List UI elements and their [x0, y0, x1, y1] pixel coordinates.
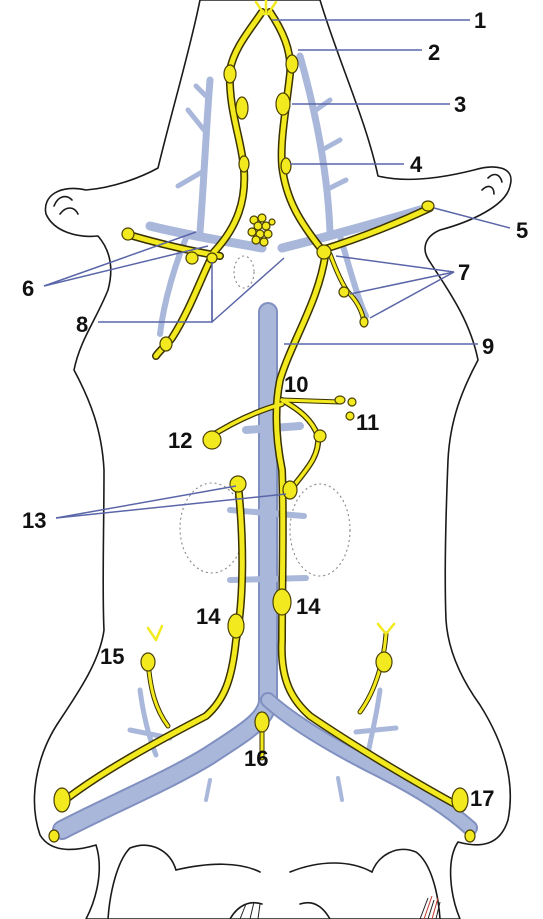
node-renal-l: [230, 476, 246, 492]
node-splenic-2: [348, 398, 356, 406]
label-15: 15: [100, 644, 124, 669]
node-renal-r: [283, 481, 297, 499]
node-mandibular-r: [286, 55, 298, 73]
node-splenic-3: [346, 412, 354, 420]
node-forelimb-left: [160, 337, 172, 351]
label-12: 12: [168, 428, 192, 453]
node-axillary-right-2: [339, 287, 349, 297]
node-deep-cervical-r: [281, 158, 291, 174]
node-caudal: [255, 712, 269, 732]
node-splenic-1: [335, 396, 345, 404]
node-gastric: [203, 431, 221, 449]
node-foot-l: [49, 830, 59, 842]
label-16: 16: [244, 746, 268, 771]
node-lumbar-l: [228, 614, 244, 638]
node-popliteal-l: [54, 788, 70, 812]
label-1: 1: [474, 8, 486, 33]
label-17: 17: [470, 786, 494, 811]
label-2: 2: [428, 40, 440, 65]
label-10: 10: [284, 372, 308, 397]
label-9: 9: [482, 334, 494, 359]
label-11: 11: [356, 410, 379, 435]
node-brachial-r: [422, 201, 434, 211]
label-14-left: 14: [196, 604, 221, 629]
node-mandibular-l: [224, 65, 236, 83]
label-8: 8: [76, 312, 88, 337]
node-axillary-right: [317, 245, 331, 259]
node-axillary-right-3: [360, 317, 368, 327]
label-5: 5: [516, 218, 528, 243]
node-popliteal-r: [452, 788, 468, 812]
node-inguinal-r: [376, 652, 392, 672]
node-lumbar-r: [273, 589, 291, 615]
node-axillary-left: [186, 252, 198, 264]
node-inguinal-l: [141, 653, 155, 671]
node-pancreatic: [314, 430, 326, 442]
label-6: 6: [22, 276, 34, 301]
node-axillary-left-2: [207, 253, 217, 263]
node-foot-r: [465, 830, 475, 842]
label-14-right: 14: [296, 594, 321, 619]
node-deep-cervical-l: [239, 156, 249, 172]
label-7: 7: [458, 260, 470, 285]
label-3: 3: [454, 92, 466, 117]
node-cervical-l: [236, 97, 248, 119]
label-4: 4: [410, 152, 423, 177]
label-13: 13: [22, 508, 46, 533]
node-axillary-left-outer: [122, 228, 134, 240]
node-cervical-r: [276, 93, 290, 115]
